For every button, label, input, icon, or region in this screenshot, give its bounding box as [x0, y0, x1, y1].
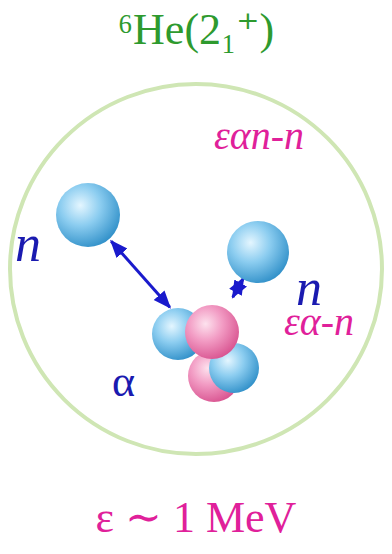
neutron-sphere-outline [226, 220, 290, 284]
energy-label: εα-n [284, 302, 354, 342]
particle-label: n [15, 218, 41, 270]
neutron-sphere-outline [55, 182, 121, 248]
nucleus-circle-outline [8, 82, 384, 456]
alpha-cluster-outline [150, 292, 260, 402]
nucleus-title: ⁶He(2₁⁺) [8, 8, 384, 52]
neutron-sphere: n [55, 182, 121, 248]
particle-label: α [112, 360, 135, 404]
alpha-cluster: α [150, 292, 260, 402]
interaction-arrow [233, 278, 244, 297]
energy-caption: ε ∼ 1 MeV [0, 496, 392, 540]
energy-label: εαn-n [214, 116, 304, 156]
neutron-sphere: n [226, 220, 290, 284]
nucleus-circle: ⁶He(2₁⁺)nnα [8, 82, 384, 456]
interaction-arrow [111, 241, 170, 307]
